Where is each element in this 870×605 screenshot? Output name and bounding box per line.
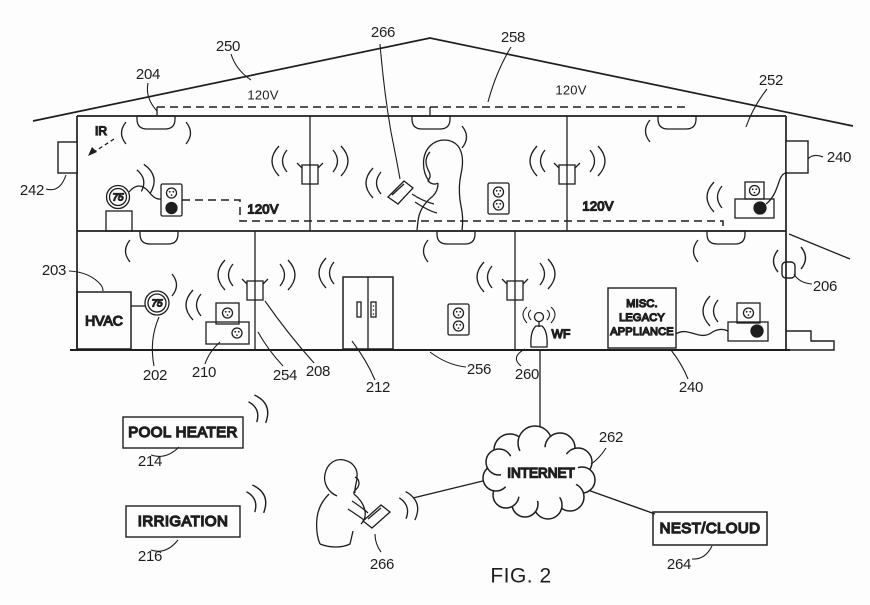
device-to-internet-line: [412, 478, 492, 499]
floor2-voltage-left: 120V: [247, 201, 278, 216]
outlet-upstairs-left: [160, 183, 183, 217]
wf-label: WF: [552, 327, 571, 341]
cord-to-exterior-box: [765, 172, 789, 205]
attic-voltage-left: 120V: [247, 87, 278, 102]
ref-wifi-router: 260: [515, 366, 539, 383]
ref-roof: 250: [216, 38, 240, 55]
legacy-appliance-line3: APPLIANCE: [610, 326, 674, 338]
thermostat-upstairs-reading: 75: [112, 193, 124, 204]
ref-ext-right-box: 240: [827, 149, 851, 166]
hvac-unit: [76, 291, 145, 350]
exterior-box-240: [785, 140, 809, 174]
second-floor-120v-line: [182, 199, 724, 230]
hazard-detector-downstairs-right: [706, 230, 746, 245]
reference-leaders: [45, 43, 824, 560]
figure-caption: FIG. 2: [490, 565, 551, 588]
ref-attic-wiring: 258: [501, 29, 525, 46]
ref-internet: 262: [599, 429, 623, 446]
ref-upper-wall: 252: [759, 72, 783, 89]
attic-wiring: 120V 120V: [156, 82, 690, 115]
ref-tablet-outside: 266: [370, 556, 394, 573]
pool-heater-label: POOL HEATER: [128, 424, 237, 441]
internet-cloud: [482, 425, 596, 520]
irrigation-box: [125, 481, 271, 538]
ir-arrow: [93, 138, 115, 153]
ref-legacy-appliance: 240: [679, 379, 703, 396]
hazard-detector-downstairs-center: [436, 230, 476, 245]
appliance-cord: [675, 328, 729, 337]
second-floor: 120V 120V IR 75: [88, 115, 789, 232]
legacy-appliance-line2: LEGACY: [619, 312, 665, 324]
irrigation-label: IRRIGATION: [138, 513, 228, 530]
hazard-detector-upstairs-left: [136, 115, 176, 130]
internet-to-nest-line: [584, 488, 656, 515]
hazard-detector-upstairs-right: [657, 115, 697, 130]
ref-wall-control: 208: [306, 363, 330, 380]
legacy-appliance-line1: MISC.: [626, 298, 658, 310]
plug-inserted: [166, 202, 177, 214]
ir-arrowhead: [88, 147, 97, 156]
nest-cloud-box: [652, 511, 768, 546]
plug-module-upstairs-right: [706, 172, 789, 219]
nest-cloud-label: NEST/CLOUD: [660, 520, 761, 537]
hazard-detector-downstairs-left: [139, 230, 179, 245]
plug-module-floor: [185, 289, 250, 345]
ir-label: IR: [95, 124, 107, 138]
tablet-device: [386, 180, 414, 205]
thermostat-downstairs-reading: 75: [151, 299, 163, 310]
wifi-signal-arcs: [522, 306, 556, 324]
ref-hvac: 203: [42, 262, 66, 279]
roof-line: [32, 37, 854, 127]
hvac-label: HVAC: [85, 313, 123, 329]
ref-tablet-upstairs: 266: [371, 24, 395, 41]
ref-ext-left-box: 242: [20, 182, 44, 199]
ref-hazard-detector: 204: [136, 66, 160, 83]
ref-irrigation: 216: [138, 548, 162, 565]
ref-plug-module: 210: [192, 364, 216, 381]
pool-heater-box: [122, 391, 273, 449]
ref-nest-cloud: 264: [667, 556, 691, 573]
exterior-box-242: [57, 141, 78, 174]
outside-section: POOL HEATER IRRIGATION INTERNET NEST/CLO…: [122, 391, 768, 548]
ref-interior-wall: 254: [273, 367, 297, 384]
attic-voltage-right: 120V: [555, 82, 586, 97]
exterior-devices: [57, 140, 809, 279]
wifi-router: [522, 306, 556, 348]
ref-ext-right-device: 206: [813, 278, 837, 295]
ref-pool-heater: 214: [138, 453, 162, 470]
first-floor: HVAC 75 WF MISC. LEGACY APPLIANCE: [76, 230, 769, 436]
person-upstairs: [365, 139, 464, 231]
internet-label: INTERNET: [507, 466, 575, 481]
floor2-voltage-right: 120V: [582, 198, 613, 213]
thermostat-cord: [128, 185, 162, 200]
exterior-steps: [786, 330, 835, 351]
legacy-appliance: [607, 287, 769, 349]
laptop-device: [361, 504, 392, 529]
ref-floor: 256: [467, 361, 491, 378]
attic-wiring-drops: [156, 107, 431, 115]
ref-entry-door: 212: [366, 379, 390, 396]
ref-thermostat: 202: [143, 367, 167, 384]
thermostat-upstairs: [105, 162, 162, 232]
exterior-device-206: [781, 261, 796, 279]
person-outside: [315, 458, 423, 548]
outlet-upstairs-center: [487, 182, 510, 215]
porch-roof-line: [788, 233, 851, 260]
hazard-detector-upstairs-center: [411, 115, 451, 130]
entry-door: [318, 257, 394, 350]
outlet-downstairs-center: [447, 303, 470, 336]
reference-numerals: 250 204 266 258 252 240 242 203 202 210 …: [20, 24, 851, 573]
thermostat-downstairs: [144, 273, 178, 316]
